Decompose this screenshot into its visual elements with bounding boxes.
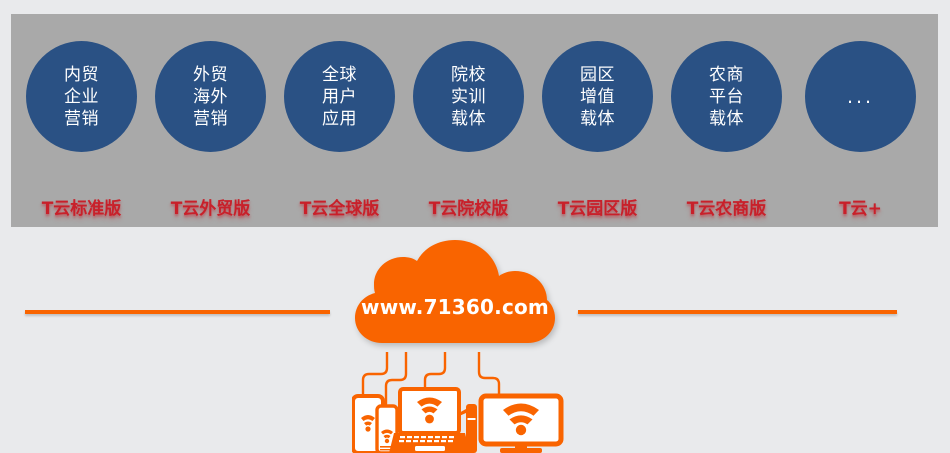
product-circle-5[interactable]: 园区 增值 载体 [542, 41, 653, 152]
product-circle-1[interactable]: 内贸 企业 营销 [26, 41, 137, 152]
horizontal-rule-right-icon [578, 310, 897, 314]
circle-line: 营销 [193, 108, 228, 129]
circle-line: 载体 [451, 108, 486, 129]
product-label-4: T云院校版 [428, 199, 509, 219]
desktop-monitor-wifi-icon [478, 393, 564, 453]
product-circle-6[interactable]: 农商 平台 载体 [671, 41, 782, 152]
product-label-3: T云全球版 [299, 199, 380, 219]
circle-line: 内贸 [64, 64, 99, 85]
cable-connector-lines-icon [361, 350, 501, 406]
circle-line: 海外 [193, 86, 228, 107]
ellipsis-icon: ... [846, 85, 875, 108]
product-circle-2[interactable]: 外贸 海外 营销 [155, 41, 266, 152]
product-label-1: T云标准版 [41, 199, 122, 219]
circle-line: 园区 [580, 64, 615, 85]
circle-line: 用户 [322, 86, 357, 107]
product-circle-row: 内贸 企业 营销 外贸 海外 营销 全球 用户 应用 院校 实训 载体 园区 [11, 14, 938, 174]
circle-line: 企业 [64, 86, 99, 107]
product-circle-4[interactable]: 院校 实训 载体 [413, 41, 524, 152]
cloud-icon [355, 240, 555, 343]
circle-line: 农商 [709, 64, 744, 85]
circle-line: 平台 [709, 86, 744, 107]
circle-line: 院校 [451, 64, 486, 85]
circle-line: 全球 [322, 64, 357, 85]
cloud-platform[interactable]: www.71360.com [345, 238, 565, 358]
product-label-7: T云+ [839, 199, 882, 219]
product-panel: 内贸 企业 营销 外贸 海外 营销 全球 用户 应用 院校 实训 载体 园区 [11, 14, 938, 227]
circle-line: 实训 [451, 86, 486, 107]
product-label-5: T云园区版 [557, 199, 638, 219]
product-label-row: T云标准版 T云外贸版 T云全球版 T云院校版 T云园区版 T云农商版 T云+ [11, 174, 938, 227]
laptop-wifi-icon [389, 387, 470, 453]
connected-devices-group [351, 350, 572, 453]
circle-line: 载体 [580, 108, 615, 129]
product-circle-3[interactable]: 全球 用户 应用 [284, 41, 395, 152]
circle-line: 载体 [709, 108, 744, 129]
circle-line: 外贸 [193, 64, 228, 85]
product-label-6: T云农商版 [686, 199, 767, 219]
circle-line: 增值 [580, 86, 615, 107]
product-circle-7[interactable]: ... [805, 41, 916, 152]
circle-line: 应用 [322, 108, 357, 129]
router-icon [457, 404, 477, 453]
horizontal-rule-left-icon [25, 310, 330, 314]
product-label-2: T云外贸版 [170, 199, 251, 219]
circle-line: 营销 [64, 108, 99, 129]
